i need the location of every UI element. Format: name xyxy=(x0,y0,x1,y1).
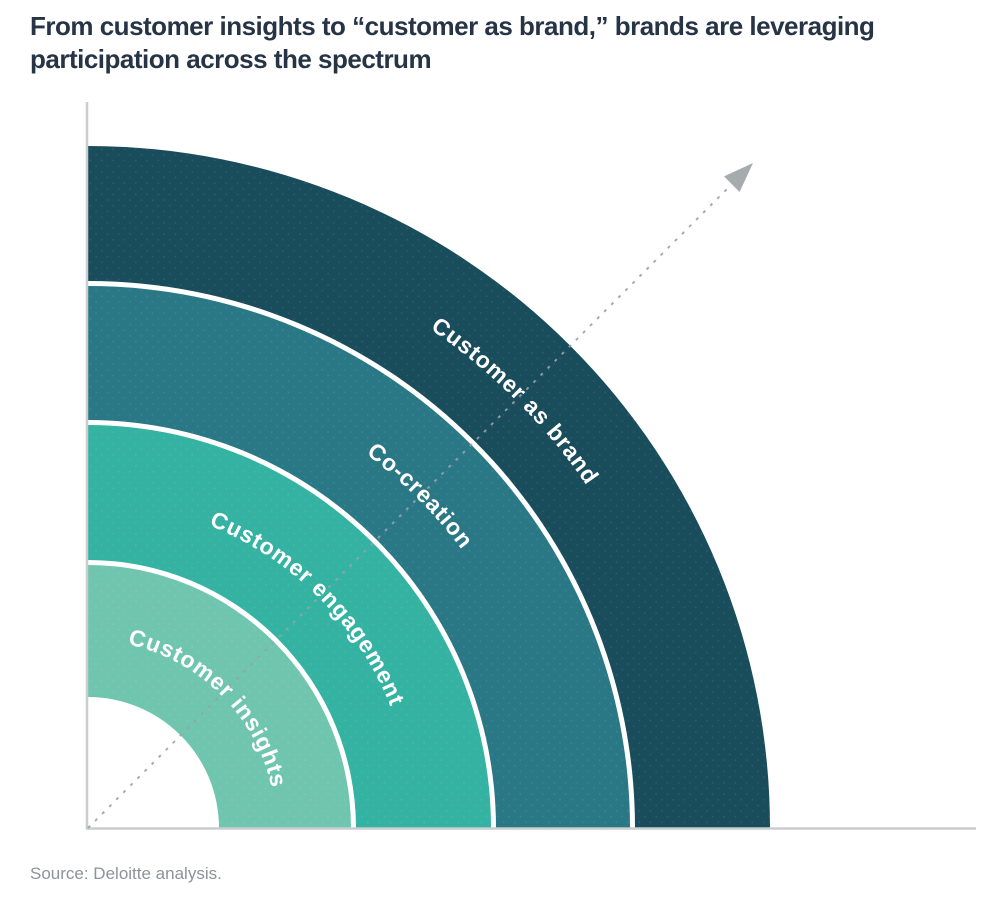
page-title: From customer insights to “customer as b… xyxy=(30,11,875,74)
source-note: Source: Deloitte analysis. xyxy=(30,864,222,883)
trend-arrow-head-icon xyxy=(724,163,753,192)
trend-arrow-line xyxy=(87,187,729,829)
